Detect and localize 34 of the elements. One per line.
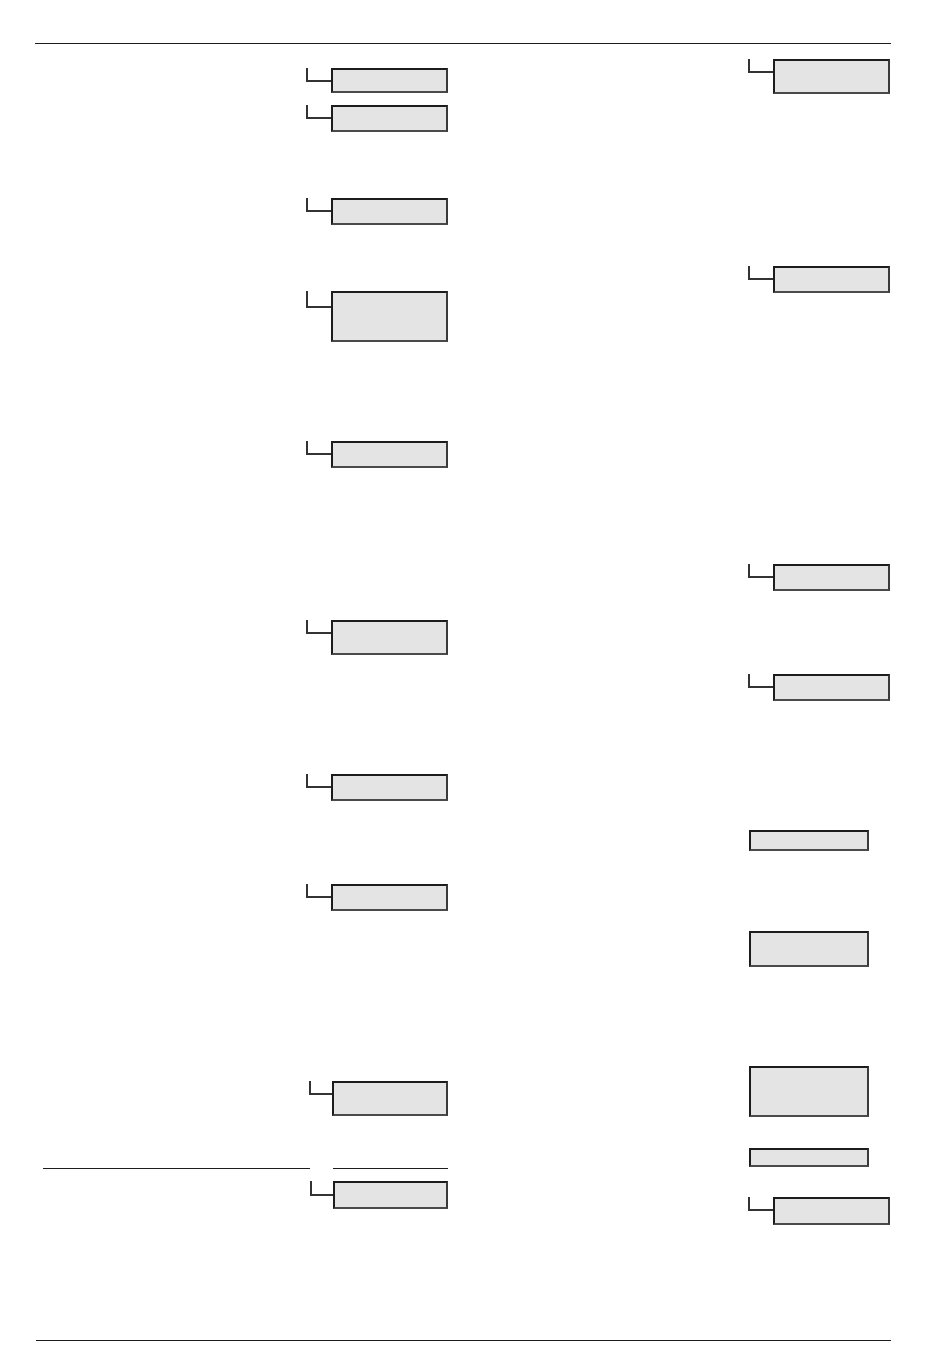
empty-box (331, 620, 448, 655)
connector-line (748, 265, 774, 280)
empty-box (331, 198, 448, 225)
connector-line (306, 67, 332, 82)
empty-box (749, 1148, 869, 1167)
empty-box (331, 441, 448, 468)
connector-line (306, 883, 332, 898)
empty-box (331, 774, 448, 801)
empty-box (332, 1081, 448, 1116)
connector-line (306, 773, 332, 788)
empty-box (773, 674, 890, 701)
connector-line (306, 104, 332, 119)
empty-box (773, 564, 890, 591)
connector-line (748, 1196, 774, 1211)
empty-box (749, 830, 869, 851)
connector-line (306, 619, 332, 634)
empty-box (331, 884, 448, 911)
empty-box (331, 105, 448, 132)
empty-box (749, 1066, 869, 1117)
empty-box (749, 931, 869, 967)
empty-box (331, 291, 448, 342)
empty-box (333, 1181, 448, 1209)
empty-box (331, 68, 448, 93)
connector-line (306, 290, 332, 308)
connector-line (310, 1180, 334, 1196)
empty-box (773, 1197, 890, 1225)
connector-line (748, 673, 774, 688)
connector-line (748, 58, 774, 73)
connector-line (748, 563, 774, 578)
connector-line (306, 197, 332, 212)
empty-box (773, 59, 890, 94)
connector-line (306, 440, 332, 455)
empty-box (773, 266, 890, 293)
connector-line (309, 1080, 333, 1095)
